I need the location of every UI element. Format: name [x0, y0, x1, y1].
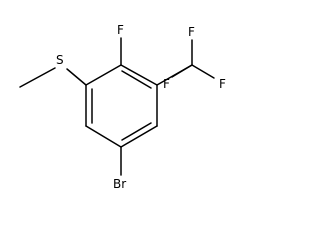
- chemical-structure: S F F F F Br: [19, 23, 226, 191]
- atom-label-fluorine-cf3-left: F: [163, 77, 170, 91]
- ring-bond-c4-c5: [85, 125, 122, 148]
- ring-bond-c6-c1: [85, 64, 122, 86]
- double-bond-inner-c1-c2: [121, 70, 152, 89]
- ring-bond-c3-c4: [120, 125, 158, 148]
- bond-cf3-f-left: [171, 64, 193, 78]
- bond-cf3-f-right: [191, 64, 215, 79]
- atom-label-fluorine-ring: F: [117, 23, 124, 37]
- double-bond-inner-c3-c4: [121, 122, 152, 141]
- bond-c6-s: [66, 68, 87, 86]
- ring-bond-c1-c2: [120, 64, 158, 86]
- atom-label-fluorine-cf3-top: F: [188, 25, 195, 39]
- atom-label-sulfur: S: [56, 53, 64, 67]
- atom-label-bromine: Br: [113, 177, 126, 191]
- bond-s-methyl: [19, 67, 56, 88]
- atom-label-fluorine-cf3-right: F: [219, 77, 226, 91]
